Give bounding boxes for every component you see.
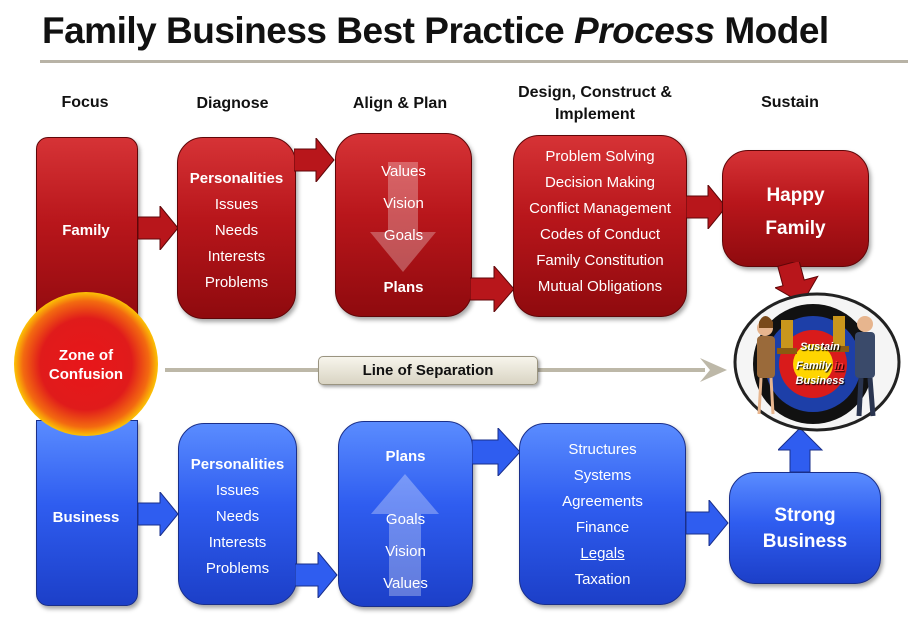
happy-family-label: Happy Family	[765, 185, 826, 239]
family-align-box: Values Vision Goals Plans	[335, 133, 472, 317]
family-arrow-4	[686, 185, 727, 229]
business-design-item: Legals	[580, 545, 625, 562]
zone-of-confusion	[14, 292, 158, 436]
strong-business-label: Strong Business	[762, 505, 848, 552]
column-header-design: Design, Construct & Implement	[518, 84, 672, 123]
down-arrow-icon	[370, 162, 436, 272]
zone-of-confusion-label: Zone of Confusion	[48, 347, 124, 383]
family-diagnose-item: Problems	[204, 274, 269, 291]
family-diagnose-item: Needs	[214, 222, 259, 239]
target-text: Sustain Family in Business	[780, 340, 860, 389]
target-text-sustain: Sustain	[800, 341, 840, 353]
title-divider	[40, 60, 908, 63]
man-figure-icon	[855, 316, 876, 417]
business-focus-bar	[36, 420, 138, 606]
family-design-item: Decision Making	[544, 174, 656, 191]
business-align-item: Goals	[385, 511, 426, 528]
business-arrow-3	[472, 428, 521, 476]
business-diagnose-item: Issues	[215, 482, 260, 499]
business-design-item: Systems	[573, 467, 632, 484]
business-arrow-4	[686, 500, 729, 546]
family-align-item: Goals	[383, 227, 424, 244]
business-design-item: Taxation	[574, 571, 631, 588]
column-header-align: Align & Plan	[352, 95, 448, 112]
column-header-diagnose: Diagnose	[196, 95, 269, 112]
family-arrow-1	[138, 206, 179, 250]
business-align-item: Plans	[385, 448, 426, 465]
family-align-item: Plans	[383, 279, 424, 296]
family-design-item: Mutual Obligations	[537, 278, 663, 295]
business-diagnose-item: Needs	[215, 508, 260, 525]
family-diagnose-item: Interests	[207, 248, 266, 265]
woman-figure-icon	[757, 316, 775, 415]
business-align-item: Vision	[385, 543, 426, 560]
family-design-item: Family Constitution	[536, 252, 664, 269]
up-arrow-icon	[371, 474, 439, 596]
business-to-target-arrow	[778, 428, 824, 473]
family-diagnose-item: Issues	[214, 196, 259, 213]
family-focus-label: Family	[62, 222, 110, 239]
family-diagnose-item: Personalities	[189, 170, 284, 187]
business-diagnose-item: Problems	[205, 560, 270, 577]
business-diagnose-box: Personalities Issues Needs Interests Pro…	[178, 423, 297, 605]
business-design-item: Finance	[575, 519, 630, 536]
business-align-item: Values	[383, 575, 428, 592]
family-align-item: Values	[381, 163, 426, 180]
family-design-item: Codes of Conduct	[539, 226, 661, 243]
column-header-focus: Focus	[61, 94, 109, 111]
column-header-sustain: Sustain	[761, 94, 819, 111]
business-design-item: Structures	[568, 441, 637, 458]
business-arrow-1	[138, 492, 179, 536]
family-design-item: Problem Solving	[545, 148, 655, 165]
family-design-item: Conflict Management	[529, 200, 671, 217]
trophy-icon	[777, 316, 849, 354]
target-text-family: Family in	[796, 360, 844, 372]
business-design-item: Agreements	[562, 493, 643, 510]
family-arrow-3	[470, 266, 515, 312]
target-text-business: Business	[795, 375, 845, 387]
business-diagnose-item: Personalities	[190, 456, 285, 473]
business-diagnose-item: Interests	[208, 534, 267, 551]
target-illustration	[733, 292, 901, 432]
family-design-box: Problem Solving Decision Making Conflict…	[513, 135, 687, 317]
family-to-target-arrow	[775, 262, 819, 305]
family-diagnose-box: Personalities Issues Needs Interests Pro…	[177, 137, 296, 319]
business-focus-label: Business	[52, 509, 120, 526]
strong-business-box: Strong Business	[729, 472, 881, 584]
family-align-item: Vision	[383, 195, 424, 212]
happy-family-box: Happy Family	[722, 150, 869, 267]
business-align-box: Plans Goals Vision Values	[338, 421, 473, 607]
page-title: Family Business Best Practice Process Mo…	[42, 10, 829, 51]
line-of-separation-label: Line of Separation	[318, 356, 538, 385]
business-arrow-2	[295, 552, 338, 598]
business-design-box: Structures Systems Agreements Finance Le…	[519, 423, 686, 605]
family-arrow-2	[294, 138, 335, 182]
